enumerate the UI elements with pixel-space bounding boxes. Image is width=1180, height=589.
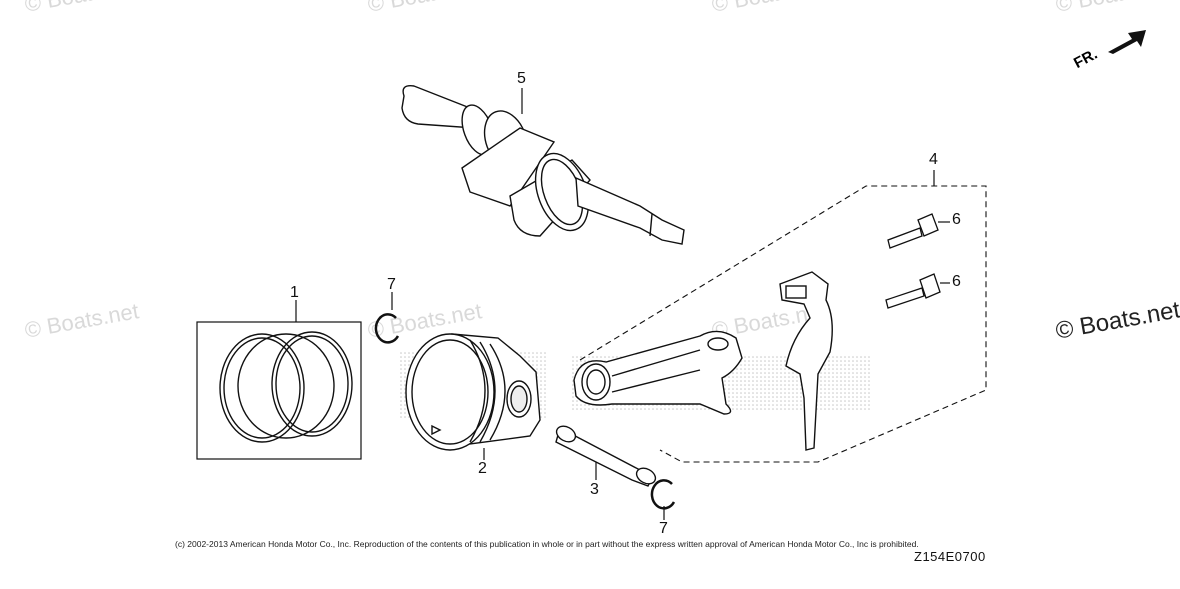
clip-lower-illustration <box>650 479 676 510</box>
crankshaft-illustration <box>401 85 685 245</box>
copyright-notice: (c) 2002-2013 American Honda Motor Co., … <box>175 539 919 549</box>
callout-clip-lower: 7 <box>659 520 668 537</box>
front-arrow-icon <box>1108 30 1146 54</box>
connecting-rod-cap-illustration <box>779 271 833 451</box>
clip-upper-illustration <box>374 313 400 344</box>
piston-pin-illustration <box>555 425 657 487</box>
callout-bolt-lower: 6 <box>952 273 961 290</box>
connecting-rod-illustration <box>573 330 743 415</box>
callout-bolt-upper: 6 <box>952 211 961 228</box>
callout-clip-upper: 7 <box>387 276 396 293</box>
piston-rings-illustration <box>196 321 362 460</box>
piston-illustration <box>405 333 541 451</box>
callout-piston-pin: 3 <box>590 481 599 498</box>
callout-piston-rings: 1 <box>290 284 299 301</box>
bolt-lower-illustration <box>885 273 941 309</box>
callout-crankshaft: 5 <box>517 70 526 87</box>
callout-piston: 2 <box>478 460 487 477</box>
bolt-upper-illustration <box>887 213 939 249</box>
callout-connecting-rod: 4 <box>929 151 938 168</box>
diagram-code: Z154E0700 <box>914 549 986 564</box>
connecting-rod-group-box <box>579 185 987 463</box>
